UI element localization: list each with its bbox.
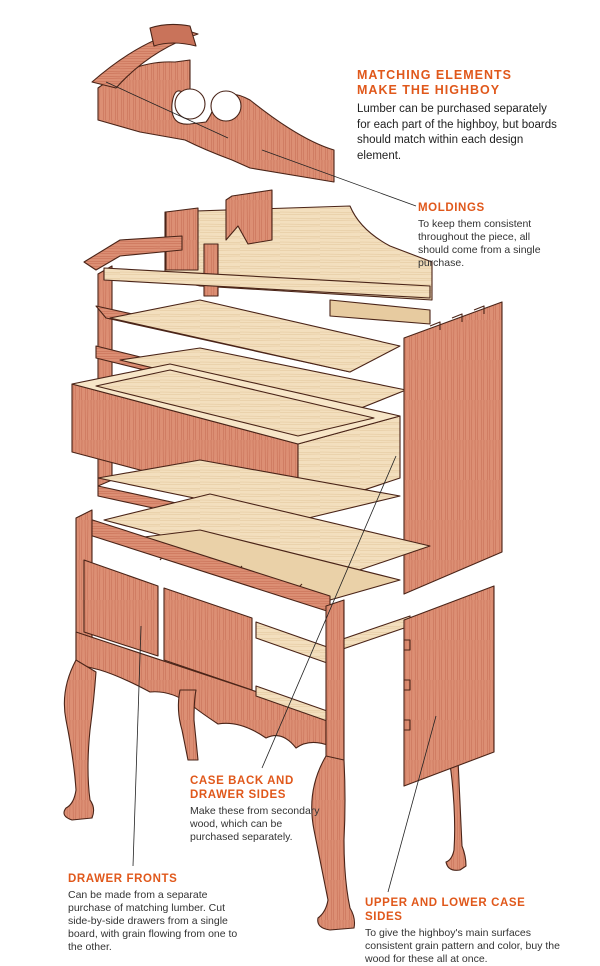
leader-lines bbox=[105, 81, 437, 893]
callout-heading: MOLDINGS bbox=[418, 202, 485, 214]
callout-case-back: CASE BACK AND DRAWER SIDES Make these fr… bbox=[190, 774, 320, 844]
callout-drawer-fronts: DRAWER FRONTS Can be made from a separat… bbox=[68, 872, 238, 954]
callout-matching-elements: MATCHING ELEMENTS MAKE THE HIGHBOY Lumbe… bbox=[357, 68, 557, 164]
callout-body: Can be made from a separate purchase of … bbox=[68, 889, 238, 953]
crown-molding bbox=[83, 235, 183, 271]
callout-body: Lumber can be purchased separately for e… bbox=[357, 103, 557, 162]
heading-line-1: CASE BACK AND bbox=[190, 775, 294, 787]
callout-body: To keep them consistent throughout the p… bbox=[418, 218, 541, 269]
callout-body: To give the highboy's main surfaces cons… bbox=[365, 927, 560, 965]
lower-case-side bbox=[403, 585, 495, 787]
heading-line-2: MAKE THE HIGHBOY bbox=[357, 83, 501, 97]
callout-body: Make these from secondary wood, which ca… bbox=[190, 805, 320, 843]
callout-heading: CASE BACK AND DRAWER SIDES bbox=[190, 774, 320, 802]
heading-line-1: MATCHING ELEMENTS bbox=[357, 68, 512, 82]
leg-front-left bbox=[63, 659, 97, 821]
lower-drawer-front-left bbox=[83, 559, 159, 657]
leg-back-left bbox=[177, 689, 199, 761]
pediment-scroll-molding bbox=[91, 29, 199, 89]
upper-case-side bbox=[403, 301, 503, 595]
callout-heading: MATCHING ELEMENTS MAKE THE HIGHBOY bbox=[357, 68, 557, 98]
leg-front-right bbox=[311, 755, 356, 931]
heading-line-2: DRAWER SIDES bbox=[190, 789, 287, 801]
callout-heading: UPPER AND LOWER CASE SIDES bbox=[365, 897, 526, 923]
callout-moldings: MOLDINGS To keep them consistent through… bbox=[418, 201, 548, 270]
callout-heading: DRAWER FRONTS bbox=[68, 873, 178, 885]
